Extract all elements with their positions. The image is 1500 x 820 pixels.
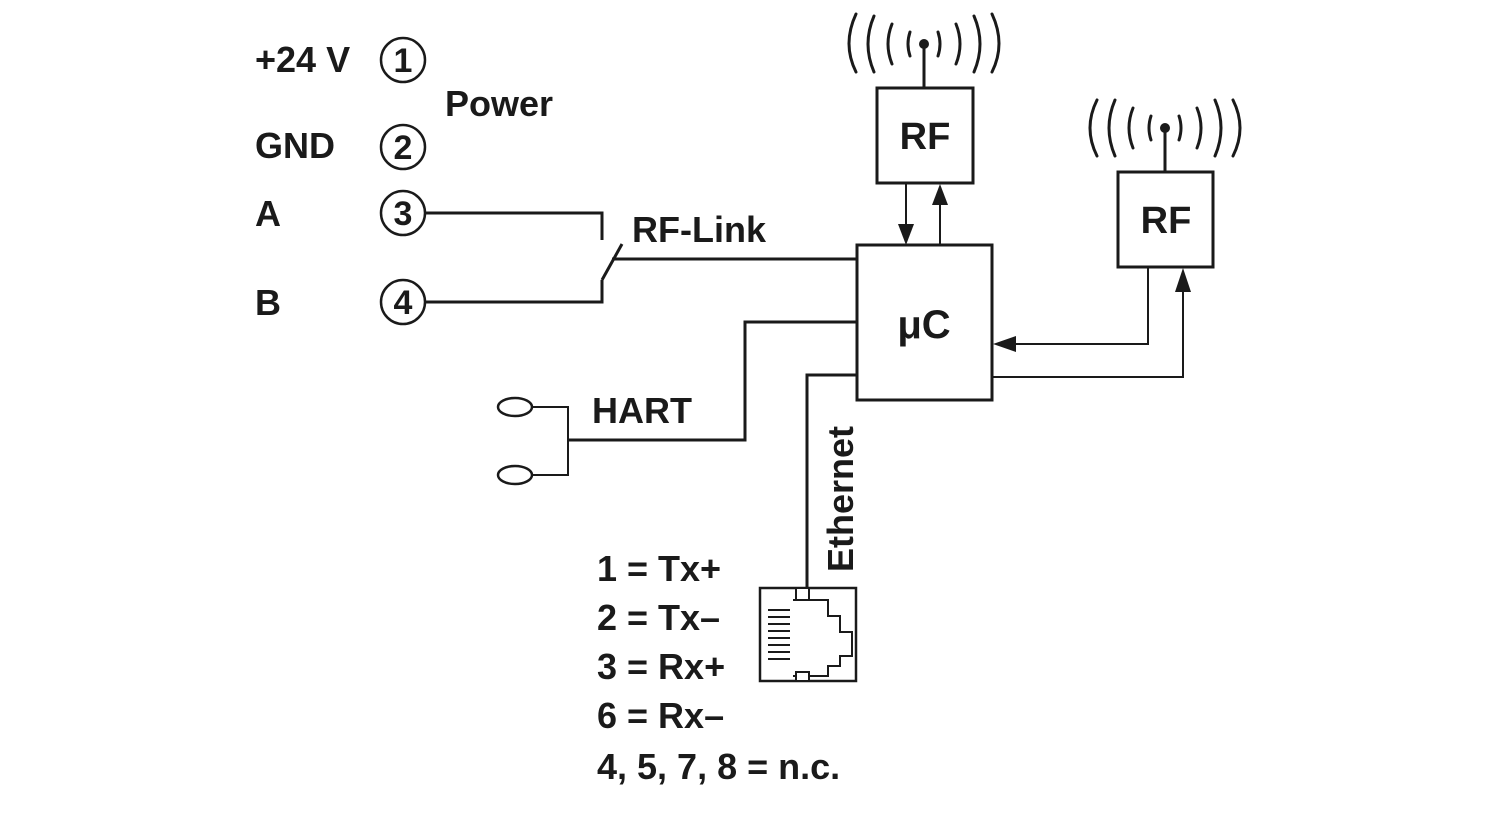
antenna-2-icon bbox=[1088, 98, 1242, 172]
rf-module-2-box bbox=[1116, 170, 1215, 269]
terminal-1-circle bbox=[379, 36, 427, 84]
antenna-1-icon bbox=[847, 12, 1001, 88]
rf-module-1-box bbox=[875, 86, 975, 185]
terminal-4-signal: B bbox=[255, 282, 281, 323]
rf-module-2-label: RF bbox=[1141, 200, 1192, 242]
microcontroller-box bbox=[855, 243, 994, 402]
rj45-port-icon bbox=[758, 586, 858, 683]
pinout-line-4: 6 = Rx– bbox=[597, 695, 724, 736]
pinout-line-2: 2 = Tx– bbox=[597, 597, 720, 638]
terminal-2-number: 2 bbox=[394, 129, 413, 167]
microcontroller-label: μC bbox=[897, 303, 950, 347]
hart-connector bbox=[496, 320, 857, 486]
rf-module-1-arrows bbox=[898, 183, 948, 245]
ethernet-label: Ethernet bbox=[820, 426, 861, 572]
pinout-line-3: 3 = Rx+ bbox=[597, 646, 725, 687]
terminal-1-signal: +24 V bbox=[255, 39, 350, 80]
terminal-2-circle bbox=[379, 123, 427, 171]
ethernet-wire bbox=[805, 373, 857, 588]
terminal-3-signal: A bbox=[255, 193, 281, 234]
rf-module-1-label: RF bbox=[900, 116, 951, 158]
terminal-4-number: 4 bbox=[394, 284, 413, 322]
terminal-1-number: 1 bbox=[394, 42, 413, 80]
rf-module-2-arrows bbox=[993, 267, 1191, 378]
pinout-line-1: 1 = Tx+ bbox=[597, 548, 721, 589]
power-label: Power bbox=[445, 83, 553, 124]
hart-label: HART bbox=[592, 390, 692, 431]
terminal-2-signal: GND bbox=[255, 125, 335, 166]
rf-link-label: RF-Link bbox=[632, 209, 767, 250]
pinout-line-5: 4, 5, 7, 8 = n.c. bbox=[597, 746, 840, 787]
terminal-3-number: 3 bbox=[394, 195, 413, 233]
rf-link-switch bbox=[425, 211, 857, 304]
